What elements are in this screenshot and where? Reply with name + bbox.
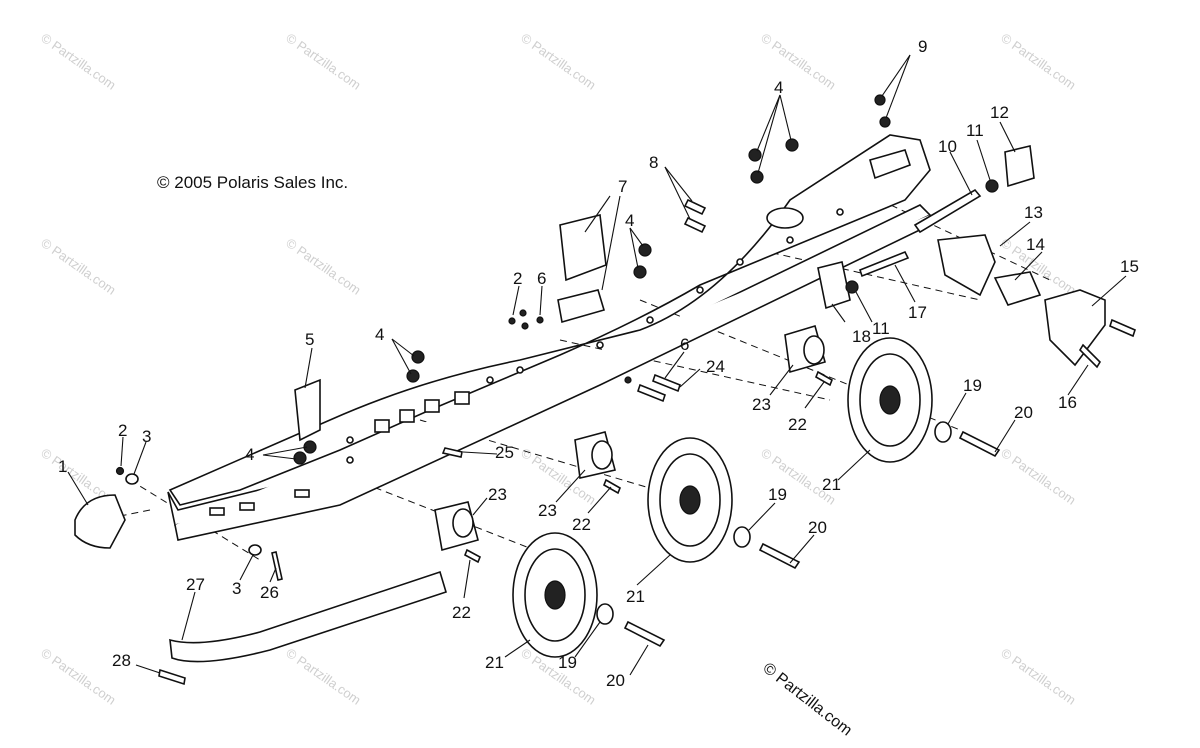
slide-rail bbox=[169, 570, 447, 663]
callout-8: 8 bbox=[649, 153, 658, 172]
callout-4: 4 bbox=[375, 325, 384, 344]
callout-2: 2 bbox=[513, 269, 522, 288]
watermark: © Partzilla.com bbox=[283, 30, 363, 93]
washer-19 bbox=[733, 526, 751, 548]
callout-28: 28 bbox=[112, 651, 131, 670]
bolt-20 bbox=[958, 430, 1001, 458]
callout-13: 13 bbox=[1024, 203, 1043, 222]
callout-4: 4 bbox=[774, 78, 783, 97]
bushing-14 bbox=[993, 271, 1042, 306]
watermark: © Partzilla.com bbox=[38, 235, 118, 298]
callout-17: 17 bbox=[908, 303, 927, 322]
idler-wheel bbox=[847, 337, 933, 463]
callout-19: 19 bbox=[768, 485, 787, 504]
bumper-bottom bbox=[557, 289, 605, 324]
callout-20: 20 bbox=[808, 518, 827, 537]
callout-4: 4 bbox=[245, 445, 254, 464]
washer-19 bbox=[934, 421, 952, 443]
bolt-20 bbox=[623, 620, 666, 648]
callout-12: 12 bbox=[990, 103, 1009, 122]
callout-3: 3 bbox=[142, 427, 151, 446]
callout-21: 21 bbox=[485, 653, 504, 672]
front-cap bbox=[74, 494, 126, 549]
callout-4: 4 bbox=[625, 211, 634, 230]
fasteners bbox=[115, 94, 1136, 686]
site-watermark: © Partzilla.com bbox=[760, 660, 855, 740]
watermark: © Partzilla.com bbox=[38, 30, 118, 93]
callout-22: 22 bbox=[572, 515, 591, 534]
callout-2: 2 bbox=[118, 421, 127, 440]
block-18 bbox=[817, 261, 851, 310]
callout-9: 9 bbox=[918, 37, 927, 56]
callout-6: 6 bbox=[537, 269, 546, 288]
washer-19 bbox=[596, 603, 614, 625]
callout-23: 23 bbox=[538, 501, 557, 520]
watermark: © Partzilla.com bbox=[998, 30, 1078, 93]
callout-23: 23 bbox=[752, 395, 771, 414]
bumper-top bbox=[559, 214, 607, 282]
callout-14: 14 bbox=[1026, 235, 1045, 254]
callout-25: 25 bbox=[495, 443, 514, 462]
callout-labels: 1 2 3 4 2 6 5 4 4 7 4 8 9 10 11 12 13 14… bbox=[58, 37, 1139, 690]
callout-22: 22 bbox=[452, 603, 471, 622]
callout-27: 27 bbox=[186, 575, 205, 594]
bracket-5 bbox=[294, 378, 321, 442]
copyright-notice: © 2005 Polaris Sales Inc. bbox=[157, 173, 348, 192]
watermark: © Partzilla.com bbox=[998, 445, 1078, 508]
shaft-17 bbox=[859, 250, 910, 278]
callout-20: 20 bbox=[606, 671, 625, 690]
callout-11: 11 bbox=[966, 121, 984, 140]
watermark: © Partzilla.com bbox=[758, 30, 838, 93]
callout-23: 23 bbox=[488, 485, 507, 504]
callout-15: 15 bbox=[1120, 257, 1139, 276]
bolt-20 bbox=[758, 542, 801, 570]
callout-3: 3 bbox=[232, 579, 241, 598]
watermark: © Partzilla.com bbox=[998, 645, 1078, 708]
shaft-10 bbox=[913, 188, 982, 234]
leader-lines bbox=[67, 54, 1127, 676]
callout-26: 26 bbox=[260, 583, 279, 602]
bracket-13 bbox=[937, 234, 996, 297]
callout-24: 24 bbox=[706, 357, 725, 376]
watermark: © Partzilla.com bbox=[283, 645, 363, 708]
watermark: © Partzilla.com bbox=[38, 645, 118, 708]
callout-5: 5 bbox=[305, 330, 314, 349]
callout-22: 22 bbox=[788, 415, 807, 434]
callout-16: 16 bbox=[1058, 393, 1077, 412]
idler-wheel bbox=[512, 532, 598, 658]
callout-6: 6 bbox=[680, 335, 689, 354]
callout-11: 11 bbox=[872, 319, 890, 338]
callout-7: 7 bbox=[618, 177, 627, 196]
callout-20: 20 bbox=[1014, 403, 1033, 422]
callout-19: 19 bbox=[558, 653, 577, 672]
watermark: © Partzilla.com bbox=[283, 235, 363, 298]
callout-21: 21 bbox=[626, 587, 645, 606]
watermark: © Partzilla.com bbox=[518, 30, 598, 93]
callout-1: 1 bbox=[58, 457, 67, 476]
block-12 bbox=[1004, 145, 1035, 188]
plate-15 bbox=[1044, 289, 1106, 367]
idler-wheel bbox=[647, 437, 733, 563]
callout-21: 21 bbox=[822, 475, 841, 494]
callout-10: 10 bbox=[938, 137, 957, 156]
callout-18: 18 bbox=[852, 327, 871, 346]
callout-19: 19 bbox=[963, 376, 982, 395]
rail-assembly bbox=[167, 134, 932, 541]
